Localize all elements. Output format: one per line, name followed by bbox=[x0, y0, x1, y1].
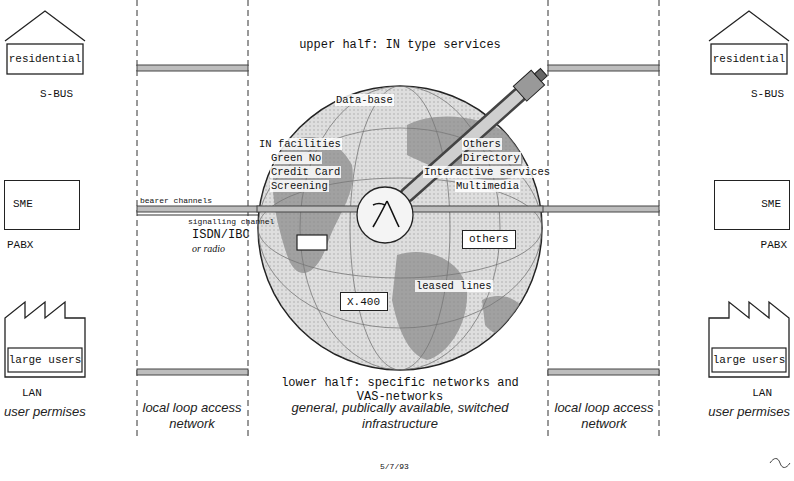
section-heading: upper half: IN type services bbox=[290, 38, 510, 52]
node-sublabel: Green No bbox=[270, 152, 322, 164]
node-sublabel: Directory bbox=[462, 152, 521, 164]
node-label: SME bbox=[13, 198, 33, 211]
node-sublabel: S-BUS bbox=[751, 88, 784, 101]
x400-box: X.400 bbox=[340, 292, 388, 311]
node-label: SME bbox=[761, 198, 781, 211]
handwritten-note: or radio bbox=[192, 243, 225, 255]
column-caption: user permises bbox=[708, 404, 790, 420]
channel-label: signalling channel bbox=[188, 217, 274, 227]
node-label: residential bbox=[7, 44, 83, 74]
column-caption: local loop access network bbox=[140, 400, 244, 431]
house-outline bbox=[4, 10, 86, 78]
residential-house: residentialS-BUS bbox=[4, 10, 86, 78]
node-sublabel: Others bbox=[462, 138, 502, 150]
column-caption: local loop access network bbox=[552, 400, 656, 431]
node-label: X.400 bbox=[347, 296, 380, 309]
factory-building: large usersLAN bbox=[708, 296, 790, 378]
others-box: others bbox=[462, 230, 516, 249]
column-divider bbox=[137, 0, 659, 436]
node-sublabel: PABX bbox=[7, 239, 33, 252]
node-label: Data-base bbox=[335, 94, 394, 106]
node-sublabel: S-BUS bbox=[40, 88, 73, 101]
node-sublabel: LAN bbox=[752, 387, 772, 400]
globe-illustration bbox=[257, 85, 543, 371]
node-sublabel: IN facilities bbox=[258, 138, 342, 150]
access-label: ISDN/IBC bbox=[192, 228, 250, 242]
scribble-mark bbox=[770, 459, 790, 468]
node-label: large users bbox=[712, 348, 786, 372]
factory-outline bbox=[4, 296, 86, 378]
node-label: large users bbox=[8, 348, 82, 372]
globe-network: Data-base IN facilitiesGreen No Credit Car… bbox=[257, 85, 543, 371]
node-label: others bbox=[469, 233, 509, 246]
factory-building: large usersLAN bbox=[4, 296, 86, 378]
residential-house: residentialS-BUS bbox=[708, 10, 790, 78]
bearer-band bbox=[137, 65, 659, 375]
node-label: residential bbox=[711, 44, 787, 74]
sme-box: SMEPABX bbox=[4, 180, 80, 230]
factory-outline bbox=[708, 296, 790, 378]
date-stamp: 5/7/93 bbox=[380, 462, 409, 472]
node-sublabel: Interactive services bbox=[423, 166, 551, 178]
node-sublabel: LAN bbox=[22, 387, 42, 400]
sme-box: SMEPABX bbox=[714, 180, 790, 230]
node-sublabel: Credit Card bbox=[270, 166, 341, 178]
node-sublabel: PABX bbox=[761, 239, 787, 252]
column-caption: general, publically available, switched … bbox=[290, 400, 510, 431]
column-caption: user permises bbox=[4, 404, 86, 420]
node-sublabel: Multimedia bbox=[455, 180, 520, 192]
house-outline bbox=[708, 10, 790, 78]
channel-label: bearer channels bbox=[140, 196, 212, 206]
node-sublabel: leased lines bbox=[415, 280, 493, 292]
node-sublabel: Screening bbox=[270, 180, 329, 192]
